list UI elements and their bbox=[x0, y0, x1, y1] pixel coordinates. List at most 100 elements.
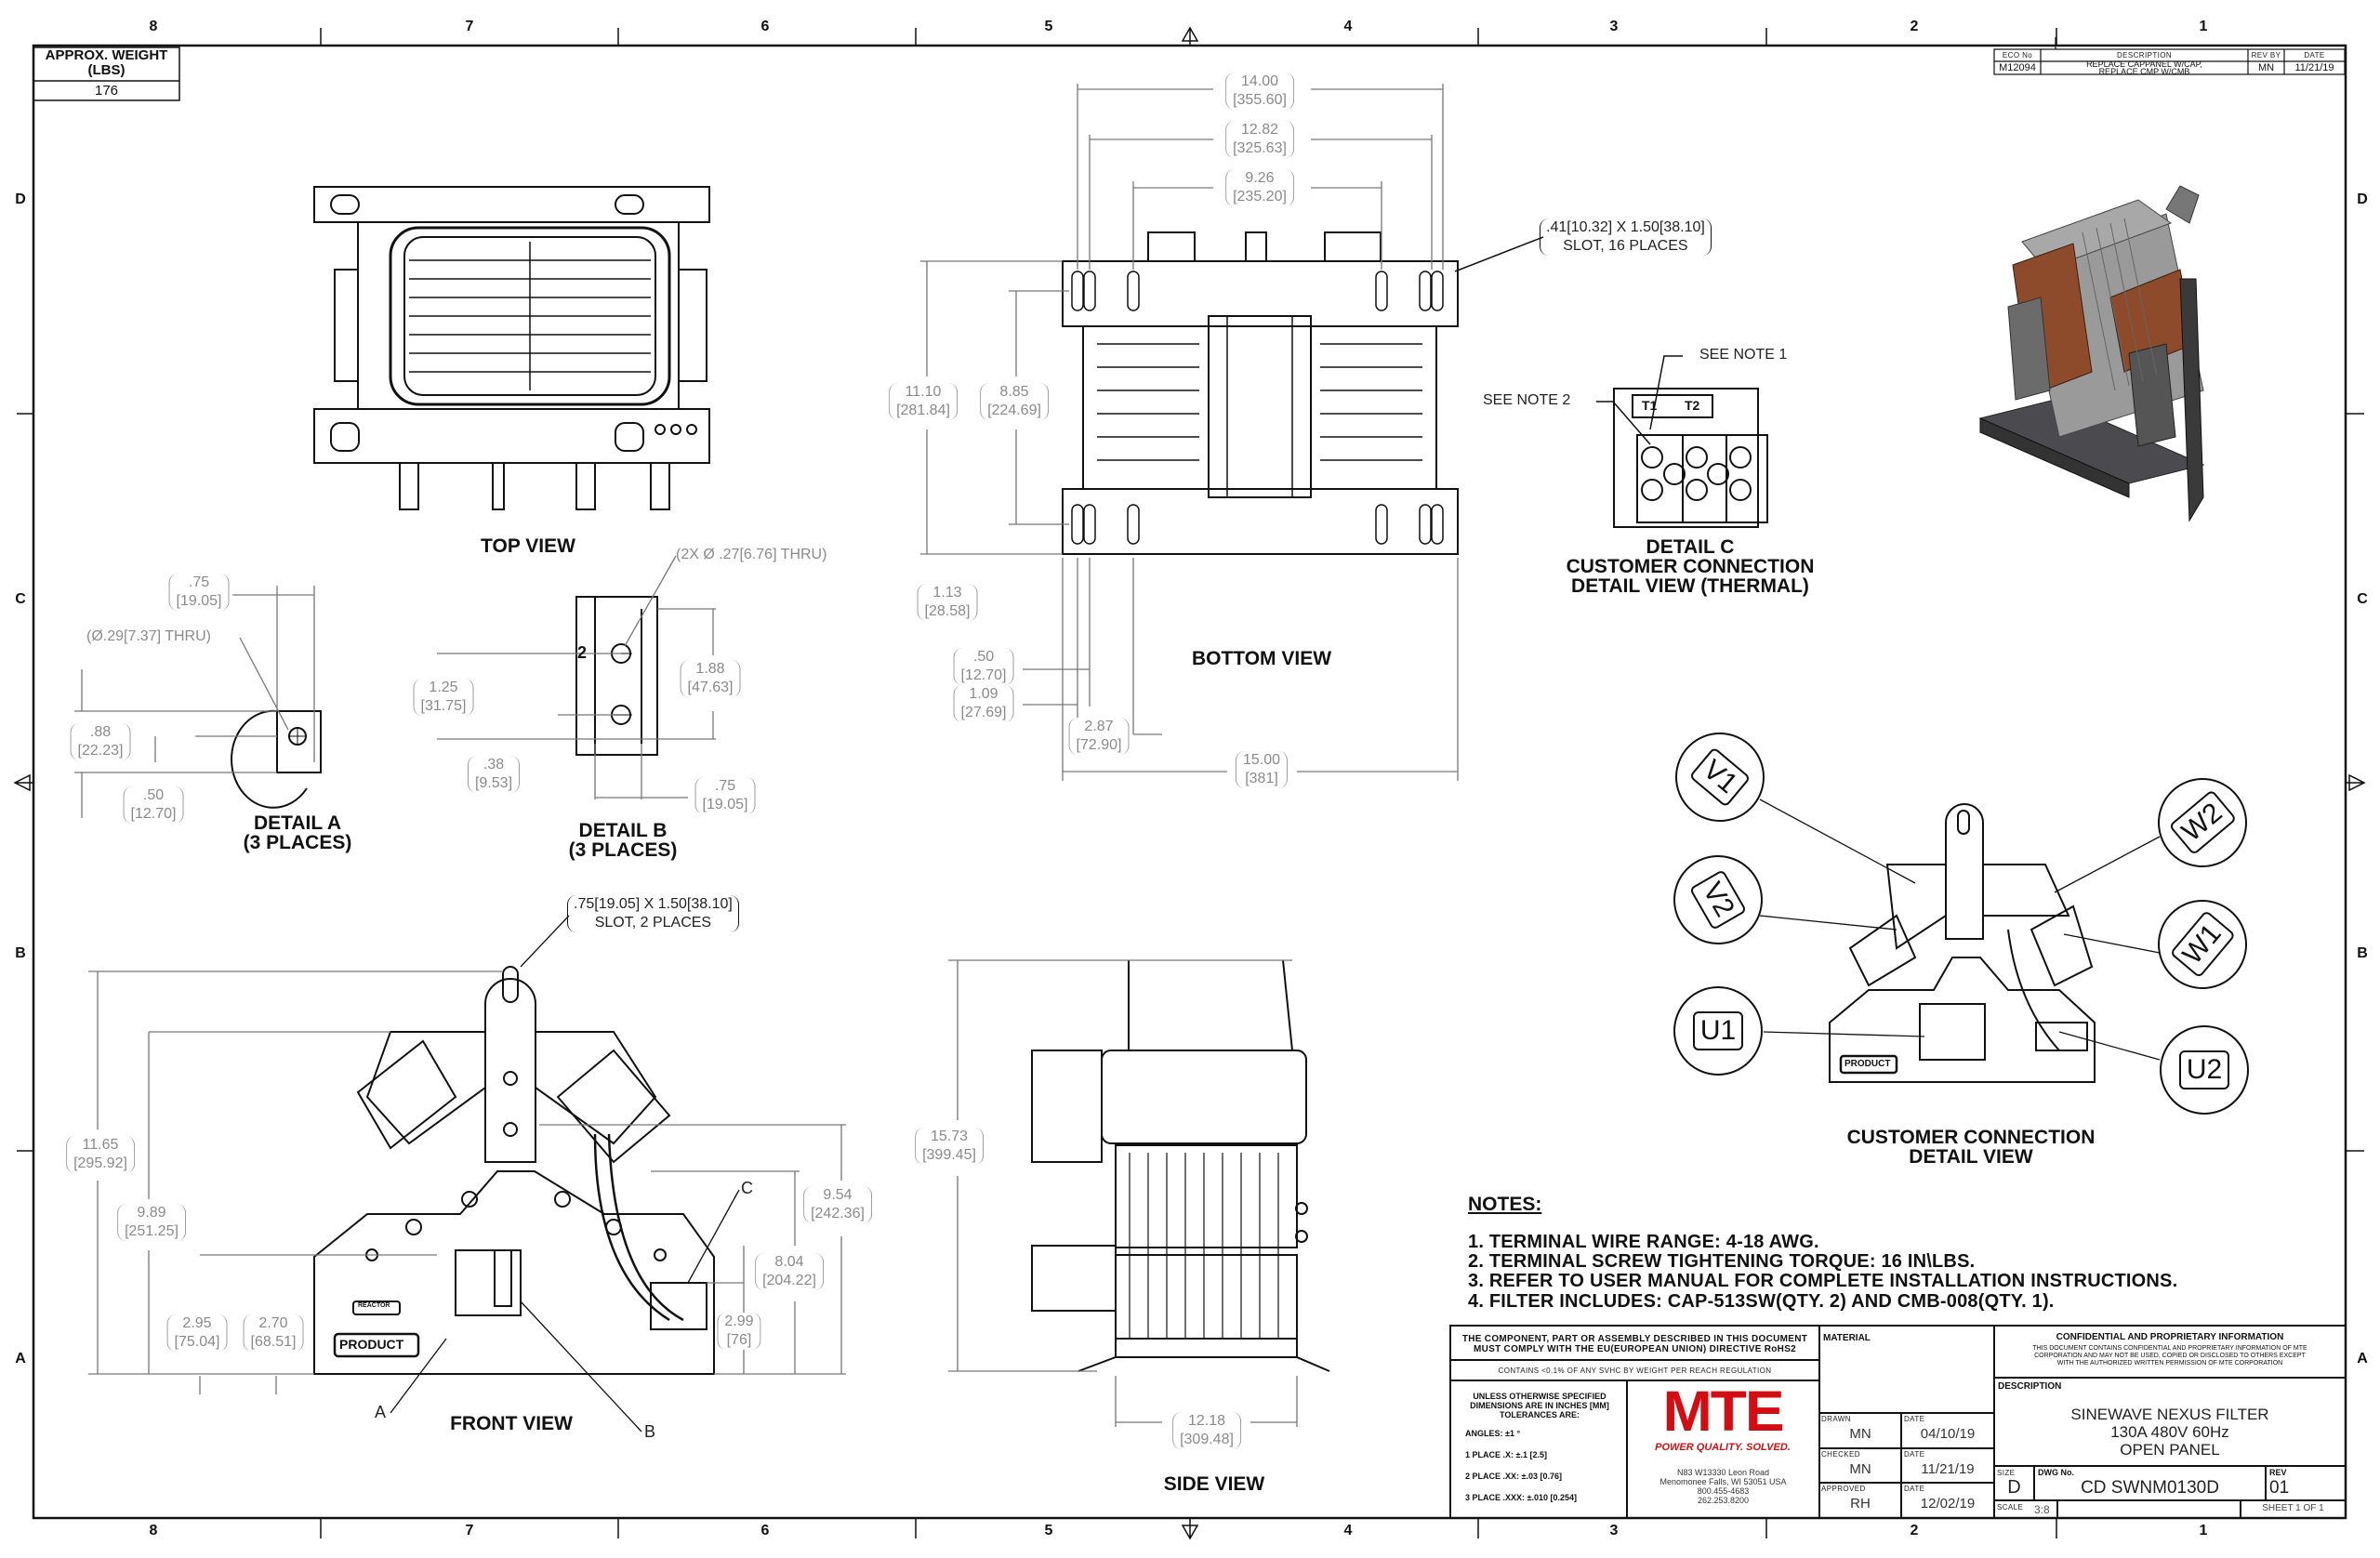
dimension-mm: [12.70] bbox=[130, 806, 177, 822]
reactor-label: REACTOR bbox=[358, 1302, 390, 1309]
tolerance-line-1: UNLESS OTHERWISE SPECIFIED bbox=[1473, 1392, 1606, 1401]
title-block-grid bbox=[1449, 1325, 2347, 1519]
zone-col-3: 3 bbox=[1609, 19, 1619, 34]
zone-col-2-bottom: 2 bbox=[1910, 1523, 1919, 1538]
address-line-1: N83 W13330 Leon Road bbox=[1676, 1468, 1770, 1477]
zone-col-5-bottom: 5 bbox=[1044, 1523, 1053, 1538]
zone-ticks bbox=[17, 28, 2364, 1538]
zone-col-7-bottom: 7 bbox=[465, 1523, 474, 1538]
description-line-1: SINEWAVE NEXUS FILTER bbox=[2070, 1406, 2269, 1423]
zone-row-b: B bbox=[15, 945, 26, 961]
rev-description-1: REPLACE CAPPANEL W/CAP, bbox=[2086, 59, 2202, 69]
customer-connection-title-line: CUSTOMER CONNECTION bbox=[1846, 1127, 2096, 1148]
confidential-text: THIS DOCUMENT CONTAINS CONFIDENTIAL AND … bbox=[1994, 1345, 2346, 1367]
revision-number: 01 bbox=[2269, 1478, 2290, 1498]
dimension-fv-954: 9.54[242.36] bbox=[803, 1186, 872, 1223]
approved-label: APPROVED bbox=[1821, 1485, 1866, 1493]
phase-label-u1: U1 bbox=[1673, 986, 1763, 1076]
rev-header-date: DATE bbox=[2304, 51, 2325, 59]
dimension-db-38: .38[9.53] bbox=[467, 756, 521, 793]
confidential-line-3: WITH THE AUTHORIZED WRITTEN PERMISSION O… bbox=[2056, 1360, 2283, 1367]
dimension-mm: [22.23] bbox=[77, 743, 124, 759]
rohs-line-1: THE COMPONENT, PART OR ASSEMBLY DESCRIBE… bbox=[1461, 1334, 1808, 1344]
detail-c-subtitle-2: DETAIL VIEW (THERMAL) bbox=[1571, 575, 1809, 597]
detail-a-drawing bbox=[231, 709, 322, 809]
dimension-inch: 9.26 bbox=[1245, 170, 1275, 186]
customer-connection-drawing bbox=[1829, 803, 2096, 1083]
checked-label: CHECKED bbox=[1821, 1450, 1860, 1459]
dimension-inch: 2.70 bbox=[258, 1315, 288, 1331]
dimension-mm: [47.63] bbox=[687, 680, 734, 695]
dimension-da-50: .50 [12.70] bbox=[123, 786, 184, 824]
zone-row-b-right: B bbox=[2357, 945, 2368, 961]
zone-row-d: D bbox=[15, 191, 26, 207]
sheet-number: SHEET 1 OF 1 bbox=[2262, 1503, 2324, 1513]
detail-b-reference: B bbox=[644, 1422, 656, 1441]
bottom-view-title: BOTTOM VIEW bbox=[1191, 648, 1332, 669]
dimension-fv-270: 2.70[68.51] bbox=[243, 1314, 304, 1352]
note-1: 1. TERMINAL WIRE RANGE: 4-18 AWG. bbox=[1468, 1232, 1819, 1252]
weight-label: APPROX. WEIGHT (LBS) bbox=[45, 47, 168, 78]
phase-v2-text: V2 bbox=[1688, 868, 1748, 931]
dimension-mm: [355.60] bbox=[1233, 92, 1287, 108]
front-view-title: FRONT VIEW bbox=[450, 1413, 573, 1434]
drawn-by: MN bbox=[1849, 1426, 1871, 1442]
dimension-bv-width: 14.00[355.60] bbox=[1225, 73, 1294, 110]
dimension-inch: .50 bbox=[142, 787, 165, 803]
reach-statement: CONTAINS <0.1% OF ANY SVHC BY WEIGHT PER… bbox=[1498, 1367, 1772, 1375]
phone-1: 800.455-4683 bbox=[1697, 1486, 1750, 1496]
phase-v1-text: V1 bbox=[1688, 746, 1752, 809]
address-line-2: Menomonee Falls, WI 53051 USA bbox=[1659, 1477, 1787, 1486]
slot-2-places: SLOT, 2 PLACES bbox=[594, 915, 712, 931]
detail-b-title: DETAIL B(3 PLACES) bbox=[569, 821, 678, 860]
rev-header-description: DESCRIPTION bbox=[2116, 51, 2173, 59]
dimension-bv-overall: 15.00[381] bbox=[1235, 751, 1289, 788]
dimension-inch: 12.82 bbox=[1240, 122, 1279, 138]
dimension-inch: 9.54 bbox=[823, 1187, 853, 1203]
detail-a-title-line: DETAIL A bbox=[253, 812, 342, 834]
zone-col-4: 4 bbox=[1343, 19, 1353, 34]
zone-row-d-right: D bbox=[2357, 191, 2368, 207]
phase-u2-text: U2 bbox=[2178, 1050, 2230, 1089]
detail-b-title-line: DETAIL B bbox=[578, 820, 668, 841]
dimension-mm: [295.92] bbox=[73, 1155, 127, 1171]
zone-col-7: 7 bbox=[465, 19, 474, 34]
dimension-inch: 2.99 bbox=[724, 1314, 754, 1329]
detail-c-drawing bbox=[1596, 355, 1768, 528]
dimension-inch: 2.95 bbox=[182, 1315, 212, 1331]
dimension-mm: [27.69] bbox=[960, 705, 1007, 720]
checked-date-label: DATE bbox=[1904, 1450, 1925, 1459]
dimension-inch: .50 bbox=[972, 649, 995, 665]
dimension-bv-slot-inner: 9.26 [235.20] bbox=[1225, 169, 1294, 206]
dimension-inch: .75 bbox=[714, 778, 736, 794]
zone-col-3-bottom: 3 bbox=[1609, 1523, 1619, 1538]
description-line-2: 130A 480V 60Hz bbox=[2110, 1423, 2229, 1441]
side-view-drawing bbox=[1031, 959, 1330, 1372]
approved-date: 12/02/19 bbox=[1920, 1496, 1976, 1512]
dimension-fv-295: 2.95[75.04] bbox=[166, 1314, 228, 1352]
drawing-number: CD SWNM0130D bbox=[2081, 1478, 2219, 1498]
dimension-db-188: 1.88[47.63] bbox=[680, 660, 741, 697]
front-view-drawing bbox=[313, 966, 715, 1375]
dimension-mm: [19.05] bbox=[176, 593, 222, 609]
dimension-bv-slot-outer: 12.82[325.63] bbox=[1225, 121, 1294, 158]
checked-by: MN bbox=[1849, 1461, 1871, 1477]
description-label: DESCRIPTION bbox=[1998, 1381, 2062, 1392]
dimension-mm: [235.20] bbox=[1233, 189, 1287, 205]
dimension-fv-299: 2.99 [76] bbox=[717, 1313, 761, 1350]
sheet-size: D bbox=[2007, 1477, 2021, 1498]
dimension-mm: [76] bbox=[726, 1332, 752, 1348]
rev-by: MN bbox=[2257, 62, 2275, 73]
scale-value: 3:8 bbox=[2034, 1503, 2050, 1516]
description-line-3: OPEN PANEL bbox=[2120, 1441, 2220, 1459]
rev-eco: M12094 bbox=[1999, 62, 2036, 73]
tolerance-1-place: 1 PLACE .X: ±.1 [2.5] bbox=[1465, 1450, 1547, 1459]
zone-col-8-bottom: 8 bbox=[149, 1523, 158, 1538]
dimension-mm: [28.58] bbox=[924, 603, 971, 619]
dimension-inch: 15.00 bbox=[1242, 752, 1281, 768]
zone-col-2: 2 bbox=[1910, 19, 1919, 34]
zone-col-4-bottom: 4 bbox=[1343, 1523, 1353, 1538]
dimension-inch: 11.65 bbox=[82, 1137, 119, 1153]
dimension-bv-slot-depth: 8.85[224.69] bbox=[980, 383, 1049, 420]
drawn-label: DRAWN bbox=[1821, 1415, 1851, 1423]
